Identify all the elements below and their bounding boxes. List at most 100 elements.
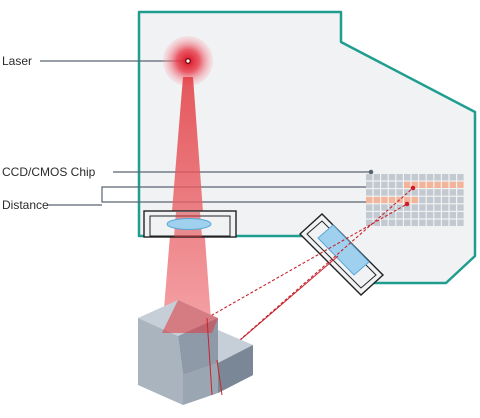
sensor-pixel (434, 204, 441, 211)
sensor-pixel (426, 204, 434, 211)
sensor-pixel (388, 219, 396, 226)
sensor-pixel (419, 204, 426, 211)
sensor-pixel (411, 189, 418, 196)
sensor-pixel (434, 219, 441, 226)
sensor-pixel (434, 181, 441, 188)
distance-bracket (101, 186, 372, 203)
sensor-pixel (419, 196, 426, 204)
sensor-grid-icon (366, 174, 464, 226)
sensor-pixel (404, 174, 411, 181)
receiver-lens (317, 224, 370, 276)
sensor-pixel (373, 189, 380, 196)
sensor-pixel (396, 219, 403, 226)
sensor-pixel (404, 181, 411, 188)
sensor-pixel (366, 196, 373, 204)
sensor-pixel (426, 189, 434, 196)
sensor-hit-upper (410, 185, 416, 191)
sensor-pixel (442, 219, 449, 226)
sensor-pixel (449, 196, 456, 204)
sensor-pixel (366, 212, 373, 219)
sensor-pixel (366, 219, 373, 226)
sensor-pixel (411, 212, 418, 219)
sensor-pixel (434, 174, 441, 181)
sensor-pixel (388, 204, 396, 211)
sensor-pixel (457, 181, 464, 188)
chip-leader-dot (368, 169, 374, 175)
sensor-pixel (457, 204, 464, 211)
sensor-pixel (419, 189, 426, 196)
reflected-beam-1 (216, 187, 414, 361)
sensor-pixel (396, 174, 403, 181)
laser-label: Laser (2, 54, 32, 68)
sensor-pixel (373, 204, 380, 211)
sensor-pixel (419, 181, 426, 188)
sensor-pixel (442, 181, 449, 188)
sensor-pixel (381, 204, 388, 211)
sensor-pixel (381, 212, 388, 219)
sensor-pixel (411, 174, 418, 181)
sensor-pixel (426, 174, 434, 181)
sensor-pixel (442, 204, 449, 211)
sensor-pixel (457, 219, 464, 226)
sensor-pixel (426, 212, 434, 219)
sensor-pixel (388, 196, 396, 204)
laser-beam (162, 77, 212, 333)
sensor-pixel (373, 196, 380, 204)
sensor-pixel (449, 219, 456, 226)
sensor-pixel (426, 196, 434, 204)
sensor-pixel (457, 196, 464, 204)
sensor-pixel (404, 212, 411, 219)
sensor-pixel (381, 219, 388, 226)
sensor-hit-lower (404, 201, 410, 207)
sensor-pixel (388, 212, 396, 219)
sensor-pixel (366, 174, 373, 181)
sensor-pixel (411, 219, 418, 226)
sensor-pixel (457, 189, 464, 196)
sensor-pixel (449, 204, 456, 211)
sensor-pixel (457, 212, 464, 219)
sensor-pixel (434, 196, 441, 204)
sensor-pixel (396, 181, 403, 188)
sensor-pixel (404, 189, 411, 196)
sensor-pixel (373, 181, 380, 188)
receiver-optics-inner (306, 220, 377, 289)
sensor-pixel (419, 174, 426, 181)
sensor-pixel (396, 212, 403, 219)
sensor-pixel (411, 181, 418, 188)
sensor-pixel (442, 212, 449, 219)
sensor-pixel (442, 189, 449, 196)
sensor-pixel (388, 189, 396, 196)
distance-label: Distance (2, 198, 49, 212)
sensor-pixel (442, 174, 449, 181)
sensor-pixel (434, 189, 441, 196)
sensor-pixel (457, 174, 464, 181)
sensor-pixel (426, 181, 434, 188)
sensor-pixel (381, 181, 388, 188)
sensor-pixel (449, 181, 456, 188)
sensor-pixel (404, 219, 411, 226)
sensor-pixel (434, 212, 441, 219)
sensor-pixel (411, 204, 418, 211)
sensor-pixel (373, 174, 380, 181)
sensor-pixel (381, 189, 388, 196)
sensor-pixel (388, 181, 396, 188)
sensor-chip-label: CCD/CMOS Chip (2, 165, 96, 179)
sensor-pixel (366, 189, 373, 196)
sensor-pixel (449, 189, 456, 196)
laser-emitter-core (186, 59, 190, 63)
sensor-pixel (419, 219, 426, 226)
sensor-pixel (426, 219, 434, 226)
sensor-pixel (381, 196, 388, 204)
sensor-pixel (404, 204, 411, 211)
sensor-pixel (373, 219, 380, 226)
sensor-pixel (366, 181, 373, 188)
laser-lens (166, 218, 212, 230)
sensor-pixel (449, 212, 456, 219)
measured-object-icon (138, 300, 253, 405)
sensor-pixel (442, 196, 449, 204)
sensor-pixel (396, 189, 403, 196)
sensor-pixel (411, 196, 418, 204)
reflected-beam-2 (206, 203, 408, 319)
sensor-pixel (419, 212, 426, 219)
